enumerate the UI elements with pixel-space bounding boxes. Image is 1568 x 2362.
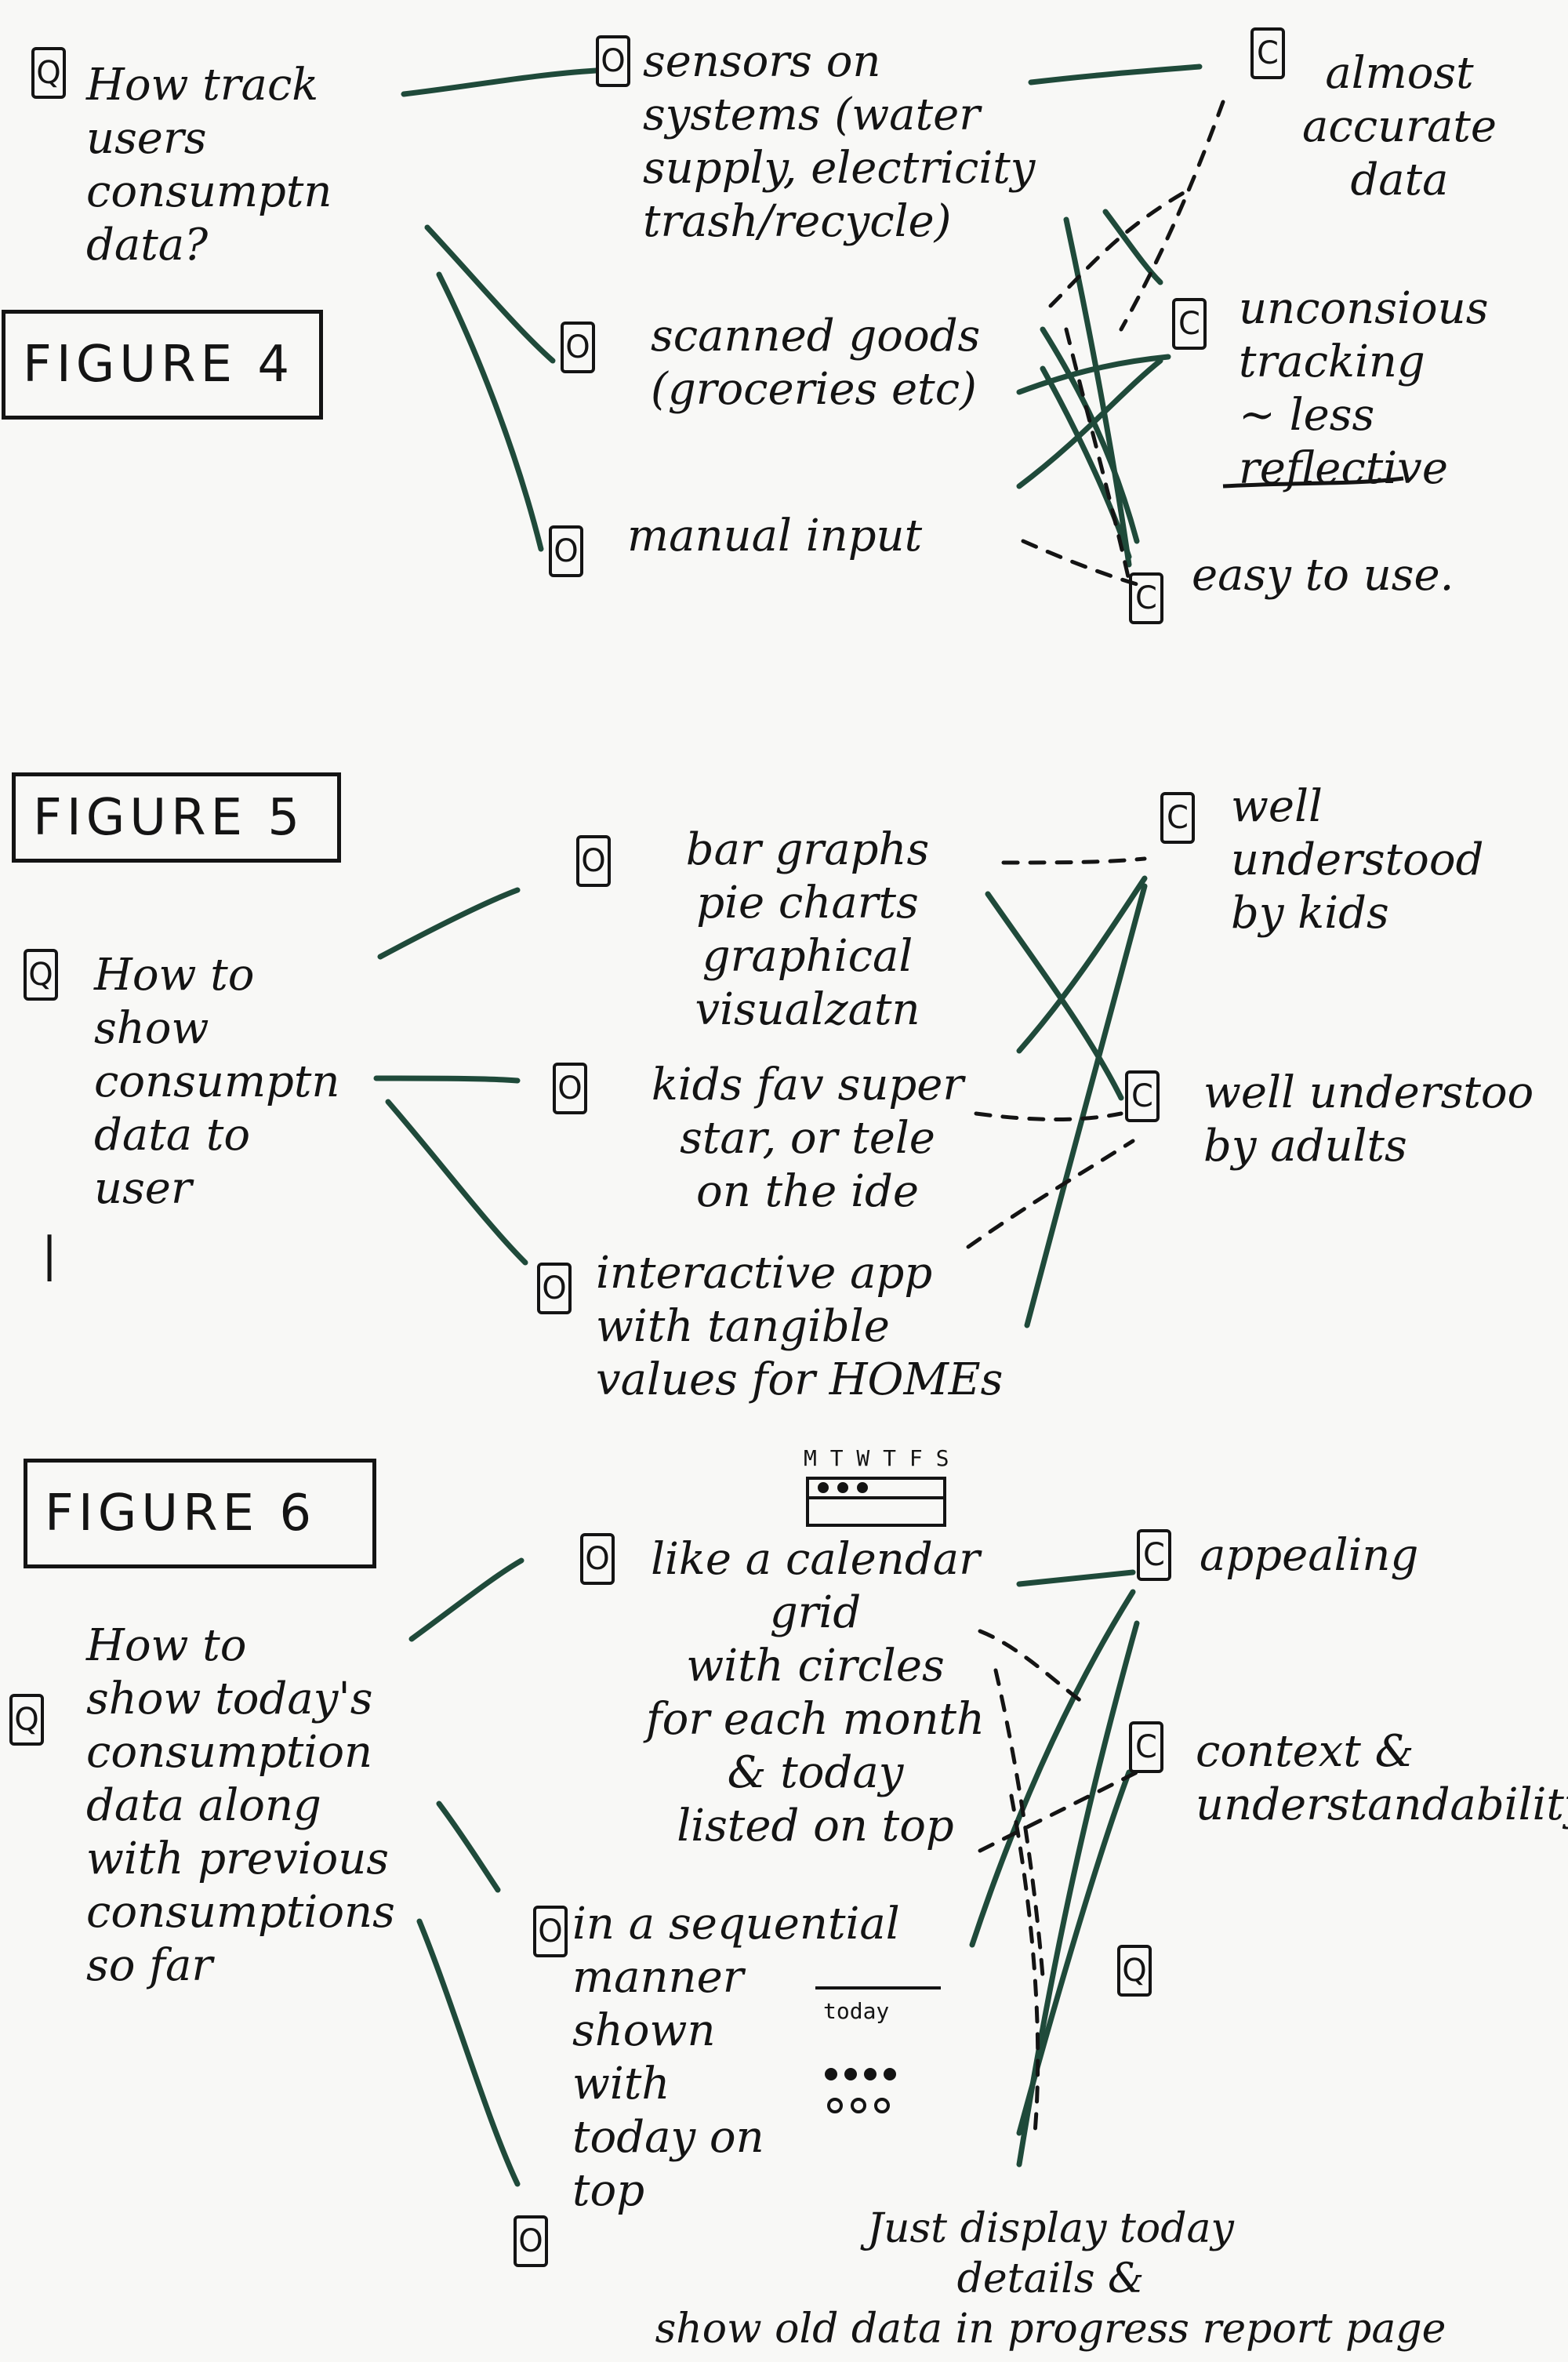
figure4-option-1-tag: O [596, 35, 630, 87]
link-scanned-unconscious [1016, 354, 1171, 395]
link-manual-unconscious [1016, 358, 1163, 489]
link-sensors-easy [1063, 216, 1132, 568]
dash-f4-3 [1021, 539, 1139, 587]
figure5-criterion-2: well understoo by adults [1203, 1067, 1534, 1172]
figure5-option-1-tag: O [576, 835, 611, 887]
figure5-question-tag: Q [24, 949, 58, 1001]
figure6-criterion-2-tag: C [1129, 1721, 1163, 1773]
calendar-sketch [806, 1477, 946, 1527]
figure4-criterion-2: unconsious tracking ~ less reflective [1239, 283, 1489, 494]
figure5-criterion-1: well understood by kids [1231, 781, 1484, 939]
figure6-criterion-2: context & understandability [1196, 1726, 1568, 1830]
link-q6-cal [408, 1557, 524, 1642]
figure6-option-3: Just display today details & show old da… [655, 2205, 1446, 2353]
link-app-kids [1024, 883, 1148, 1328]
figure6-calendar-header: M T W T F S [804, 1445, 949, 1471]
figure5-criterion-1-tag: C [1160, 792, 1195, 844]
figure5-question: How to show consumptn data to user [94, 950, 340, 1214]
underline-reflective [1222, 476, 1404, 489]
dash-f6-2 [993, 1668, 1045, 1979]
link-bar-adults [985, 891, 1124, 1101]
figure5-option-3-tag: O [537, 1263, 572, 1314]
link-q5-bar [377, 887, 521, 960]
figure6-option-1: like a calendar grid with circles for ea… [645, 1534, 985, 1851]
figure6-question-tag: Q [9, 1694, 44, 1746]
figure5-option-3: interactive app with tangible values for… [596, 1248, 1004, 1405]
link-q6-just [416, 1918, 521, 2187]
figure4-option-2: scanned goods (groceries etc) [651, 311, 981, 415]
figure5-option-2: kids fav super star, or tele on the ide [651, 1059, 964, 1217]
figure5-stray-mark: | [35, 1227, 64, 1282]
figure6-option-1-tag: O [580, 1533, 615, 1585]
link-scanned-easy [1040, 365, 1132, 560]
figure4-question-tag: Q [31, 47, 66, 99]
figure6-option-2: in a sequential manner shown with today … [572, 1899, 900, 2216]
link-manual-x1 [1040, 326, 1140, 544]
link-q4-manual [436, 271, 544, 552]
figure4-option-3-tag: O [549, 525, 583, 577]
figure4-criterion-2-tag: C [1172, 298, 1207, 350]
figure6-sequence-label: today [823, 1998, 890, 2024]
figure5-option-1: bar graphs pie charts graphical visualza… [685, 824, 930, 1035]
figure4-criterion-3: easy to use. [1192, 550, 1454, 601]
figure5-criterion-2-tag: C [1125, 1070, 1160, 1122]
link-q4-scanned [424, 224, 556, 364]
dash-f4-2 [1048, 186, 1194, 308]
dash-f6-4 [1009, 1793, 1040, 2135]
link-just-appealing [1016, 1620, 1140, 2168]
figure6-criterion-1-tag: C [1137, 1529, 1171, 1581]
figure4-criterion-3-tag: C [1129, 572, 1163, 624]
figure6-criterion-1: appealing [1200, 1530, 1419, 1581]
dash-f4-4 [1064, 327, 1131, 583]
figure6-label: FIGURE 6 [24, 1459, 376, 1568]
figure6-question: How to show today's consumption data alo… [86, 1620, 395, 1991]
figure4-label: FIGURE 4 [2, 310, 323, 420]
dash-f6-1 [978, 1629, 1084, 1704]
dash-f5-2 [974, 1111, 1123, 1121]
link-manual-x2 [1102, 209, 1163, 285]
figure4-option-1: sensors on systems (water supply, electr… [643, 36, 1036, 247]
figure5-option-2-tag: O [553, 1063, 587, 1114]
link-q4-sensors [401, 67, 599, 97]
figure5-label: FIGURE 5 [12, 772, 341, 863]
figure4-criterion-1-tag: C [1250, 27, 1285, 79]
dash-f4-1 [1119, 100, 1225, 332]
figure4-question: How track users consumptn data? [86, 60, 332, 271]
link-sensors-accurate [1028, 64, 1203, 85]
link-just-context [1016, 1769, 1132, 2136]
figure6-option-2-tag: O [533, 1906, 568, 1957]
link-cal-appealing [1016, 1569, 1136, 1587]
link-seq-appealing [969, 1589, 1136, 1948]
link-q5-app [385, 1099, 528, 1266]
sequential-sketch [815, 1986, 941, 2113]
figure4-option-2-tag: O [561, 322, 595, 373]
figure4-criterion-1: almost accurate data [1302, 48, 1497, 205]
figure4-option-3: manual input [627, 511, 923, 561]
dash-f5-1 [1001, 856, 1147, 865]
figure6-option-3-tag: O [514, 2215, 548, 2267]
link-q5-kids [373, 1075, 521, 1084]
dash-f5-3 [966, 1139, 1135, 1249]
dash-f6-3 [978, 1770, 1139, 1853]
link-kids-kids [1016, 875, 1148, 1054]
link-q6-seq [436, 1801, 501, 1893]
figure6-extra-tag: Q [1117, 1945, 1152, 1997]
